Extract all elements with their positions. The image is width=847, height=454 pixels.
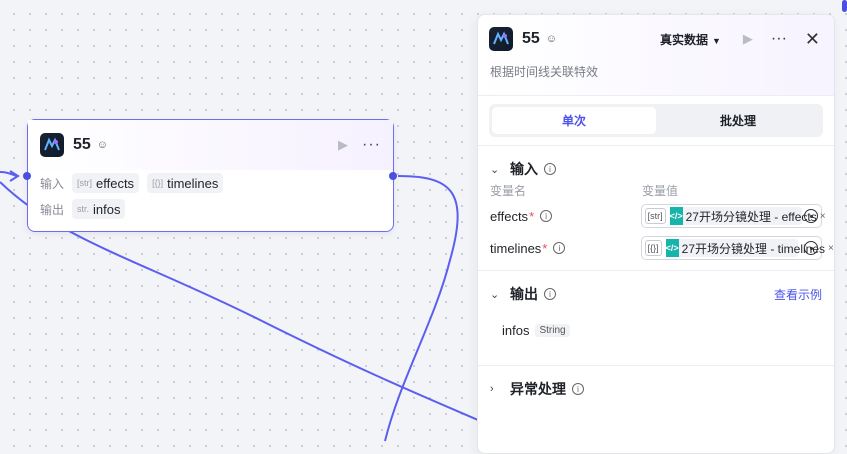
scroll-handle[interactable] — [842, 0, 847, 12]
input-section-title: 输入 — [510, 161, 538, 177]
bot-icon — [40, 133, 64, 157]
remove-icon[interactable]: × — [828, 242, 834, 254]
target-icon[interactable] — [804, 241, 818, 255]
info-icon[interactable]: i — [572, 383, 584, 395]
variable-row: effects * i [str] </> 27开场分镜处理 - effects… — [478, 200, 834, 232]
output-variable-row: infos String — [478, 313, 834, 347]
variable-row: timelines * i [{}] </> 27开场分镜处理 - timeli… — [478, 232, 834, 264]
node-output-chip: str.infos — [72, 199, 126, 219]
node-header: 55 ☺ ▶ ··· — [28, 120, 393, 170]
info-icon[interactable]: i — [544, 288, 556, 300]
info-icon[interactable]: i — [544, 163, 556, 175]
panel-header: 55 ☺ 真实数据▼ ▶ ··· ✕ 根据时间线关联特效 — [478, 15, 834, 95]
info-icon[interactable]: i — [540, 210, 553, 222]
data-mode-dropdown[interactable]: 真实数据▼ — [659, 32, 721, 47]
remove-icon[interactable]: × — [819, 210, 826, 222]
output-variable-name: infos — [502, 322, 530, 338]
run-icon[interactable]: ▶ — [742, 31, 753, 46]
more-icon[interactable]: ··· — [770, 30, 787, 47]
variable-name: timelines — [490, 240, 542, 256]
reference-tag[interactable]: </> 27开场分镜处理 - effects × — [669, 207, 826, 225]
wire-output-down — [384, 175, 459, 442]
type-indicator: [{}] — [644, 240, 662, 256]
run-mode-tabs: 单次 批处理 — [489, 104, 823, 137]
node-input-chip: [{}]timelines — [147, 173, 224, 193]
node-input-port[interactable] — [23, 172, 31, 180]
node-more-icon[interactable]: ··· — [362, 136, 381, 153]
panel-title: 55 — [522, 30, 540, 47]
variable-column-headers: 变量名 变量值 — [478, 182, 834, 200]
reference-tag[interactable]: </> 27开场分镜处理 - timelines × — [665, 239, 834, 257]
chevron-down-icon: ⌄ — [490, 288, 500, 301]
panel-description: 根据时间线关联特效 — [490, 65, 599, 79]
chevron-right-icon: › — [490, 383, 494, 395]
variable-value-field[interactable]: [str] </> 27开场分镜处理 - effects × — [640, 204, 826, 228]
close-icon[interactable]: ✕ — [804, 28, 820, 49]
node-input-label: 输入 — [40, 176, 65, 191]
error-section-header[interactable]: › 异常处理 i — [478, 366, 834, 412]
incoming-wire — [0, 171, 19, 177]
node-output-row: 输出 str.infos — [28, 196, 393, 222]
required-marker: * — [542, 240, 548, 256]
caret-down-icon: ▼ — [712, 35, 721, 46]
node-type-icon: ☺ — [545, 33, 558, 45]
node-config-panel: 55 ☺ 真实数据▼ ▶ ··· ✕ 根据时间线关联特效 单次 批处理 ⌄ 输入 — [477, 14, 835, 454]
node-output-port[interactable] — [389, 172, 397, 180]
reference-text: 27开场分镜处理 - timelines — [681, 241, 826, 256]
input-section-header[interactable]: ⌄ 输入 i — [478, 146, 834, 192]
run-node-icon[interactable]: ▶ — [338, 137, 349, 152]
required-marker: * — [529, 208, 535, 224]
code-icon: </> — [669, 207, 683, 225]
workflow-node-card[interactable]: 55 ☺ ▶ ··· 输入 [str]effects [{}]timelines… — [27, 119, 394, 232]
node-title: 55 — [73, 136, 91, 153]
col-var-name: 变量名 — [490, 184, 527, 198]
type-indicator: [str] — [644, 208, 666, 224]
node-input-row: 输入 [str]effects [{}]timelines — [28, 170, 393, 196]
view-example-link[interactable]: 查看示例 — [773, 287, 822, 302]
info-icon[interactable]: i — [553, 242, 566, 254]
node-type-icon: ☺ — [96, 139, 109, 151]
target-icon[interactable] — [804, 209, 818, 223]
output-type-badge: String — [535, 323, 570, 337]
output-section-title: 输出 — [510, 286, 538, 302]
variable-value-field[interactable]: [{}] </> 27开场分镜处理 - timelines × — [640, 236, 834, 260]
output-section-header[interactable]: ⌄ 输出 i 查看示例 — [478, 271, 834, 317]
node-input-chip: [str]effects — [72, 173, 140, 193]
chevron-down-icon: ⌄ — [490, 163, 500, 176]
arrow-into-node — [9, 170, 20, 182]
bot-icon — [489, 27, 513, 51]
code-icon: </> — [665, 239, 679, 257]
variable-name: effects — [490, 208, 529, 224]
node-output-label: 输出 — [40, 202, 65, 217]
tab-single[interactable]: 单次 — [492, 107, 656, 134]
col-var-value: 变量值 — [642, 184, 679, 198]
error-section-title: 异常处理 — [510, 381, 566, 397]
reference-text: 27开场分镜处理 - effects — [685, 209, 817, 224]
tab-batch[interactable]: 批处理 — [719, 114, 756, 128]
